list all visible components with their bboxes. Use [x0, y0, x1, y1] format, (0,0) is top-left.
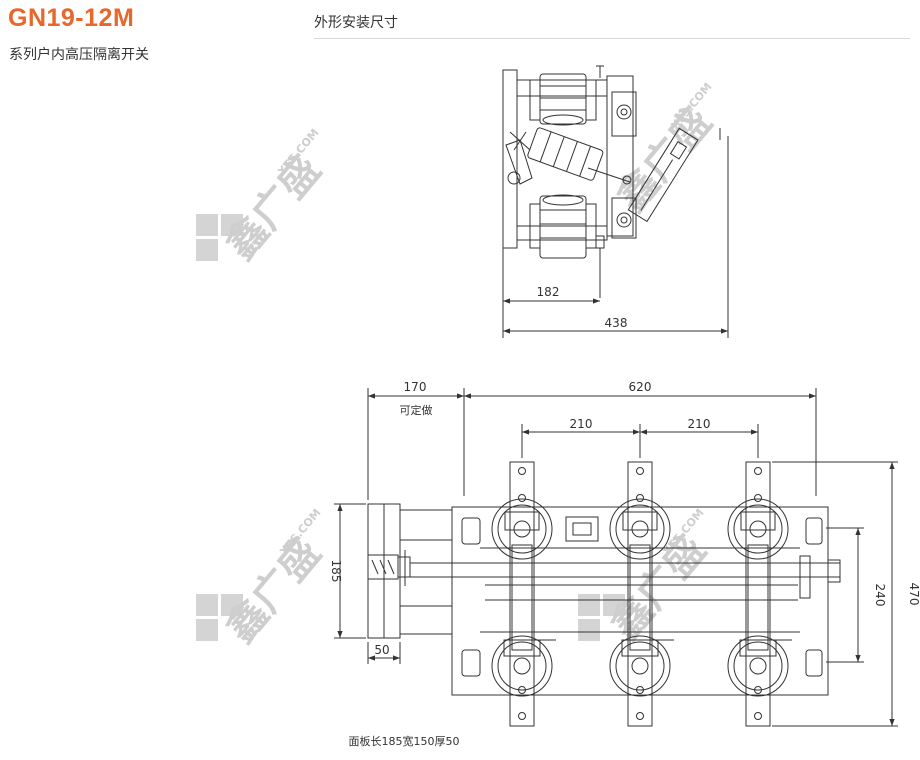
note-panel-size: 面板长185宽150厚50 [349, 734, 460, 748]
section-divider [314, 38, 910, 39]
side-bottom-insulator [529, 194, 597, 259]
watermark-right-cn: 鑫广盛 [602, 527, 714, 648]
dim-438: 438 [605, 316, 628, 330]
front-dimensions [334, 388, 898, 727]
side-view [502, 65, 729, 338]
product-subtitle: 系列户内高压隔离开关 [9, 47, 149, 63]
dim-170: 170 [404, 380, 427, 394]
watermark-left-cn: 鑫广盛 [217, 530, 329, 651]
dim-182: 182 [537, 285, 560, 299]
front-view [334, 388, 898, 727]
watermark-left: 鑫广盛 XFS.COM [196, 506, 330, 651]
dim-210-left: 210 [570, 417, 593, 431]
side-contact-frame [606, 75, 634, 237]
watermark-top: 鑫广盛 XFS.COM [196, 126, 330, 268]
side-tilted-insulator [527, 127, 604, 181]
watermark-mid-top: 鑫广盛 XFS.COM [608, 80, 720, 220]
side-top-insulator [529, 73, 597, 126]
dim-185: 185 [329, 560, 343, 583]
note-customizable: 可定做 [400, 403, 433, 417]
section-title: 外形安装尺寸 [314, 15, 398, 31]
watermark-top-cn: 鑫广盛 [217, 147, 329, 268]
product-model-title: GN19-12M [8, 4, 135, 32]
front-phase-c [727, 461, 792, 727]
side-dimensions [502, 136, 729, 338]
watermark-midtop-cn: 鑫广盛 [608, 99, 720, 220]
front-phase-a [491, 461, 556, 727]
dim-50: 50 [374, 643, 389, 657]
dim-620: 620 [629, 380, 652, 394]
front-phase-b [609, 461, 674, 727]
side-open-blade [627, 127, 699, 223]
dim-210-right: 210 [688, 417, 711, 431]
dim-470: 470 [907, 583, 920, 606]
side-base-frame [502, 69, 518, 249]
dim-240: 240 [873, 584, 887, 607]
